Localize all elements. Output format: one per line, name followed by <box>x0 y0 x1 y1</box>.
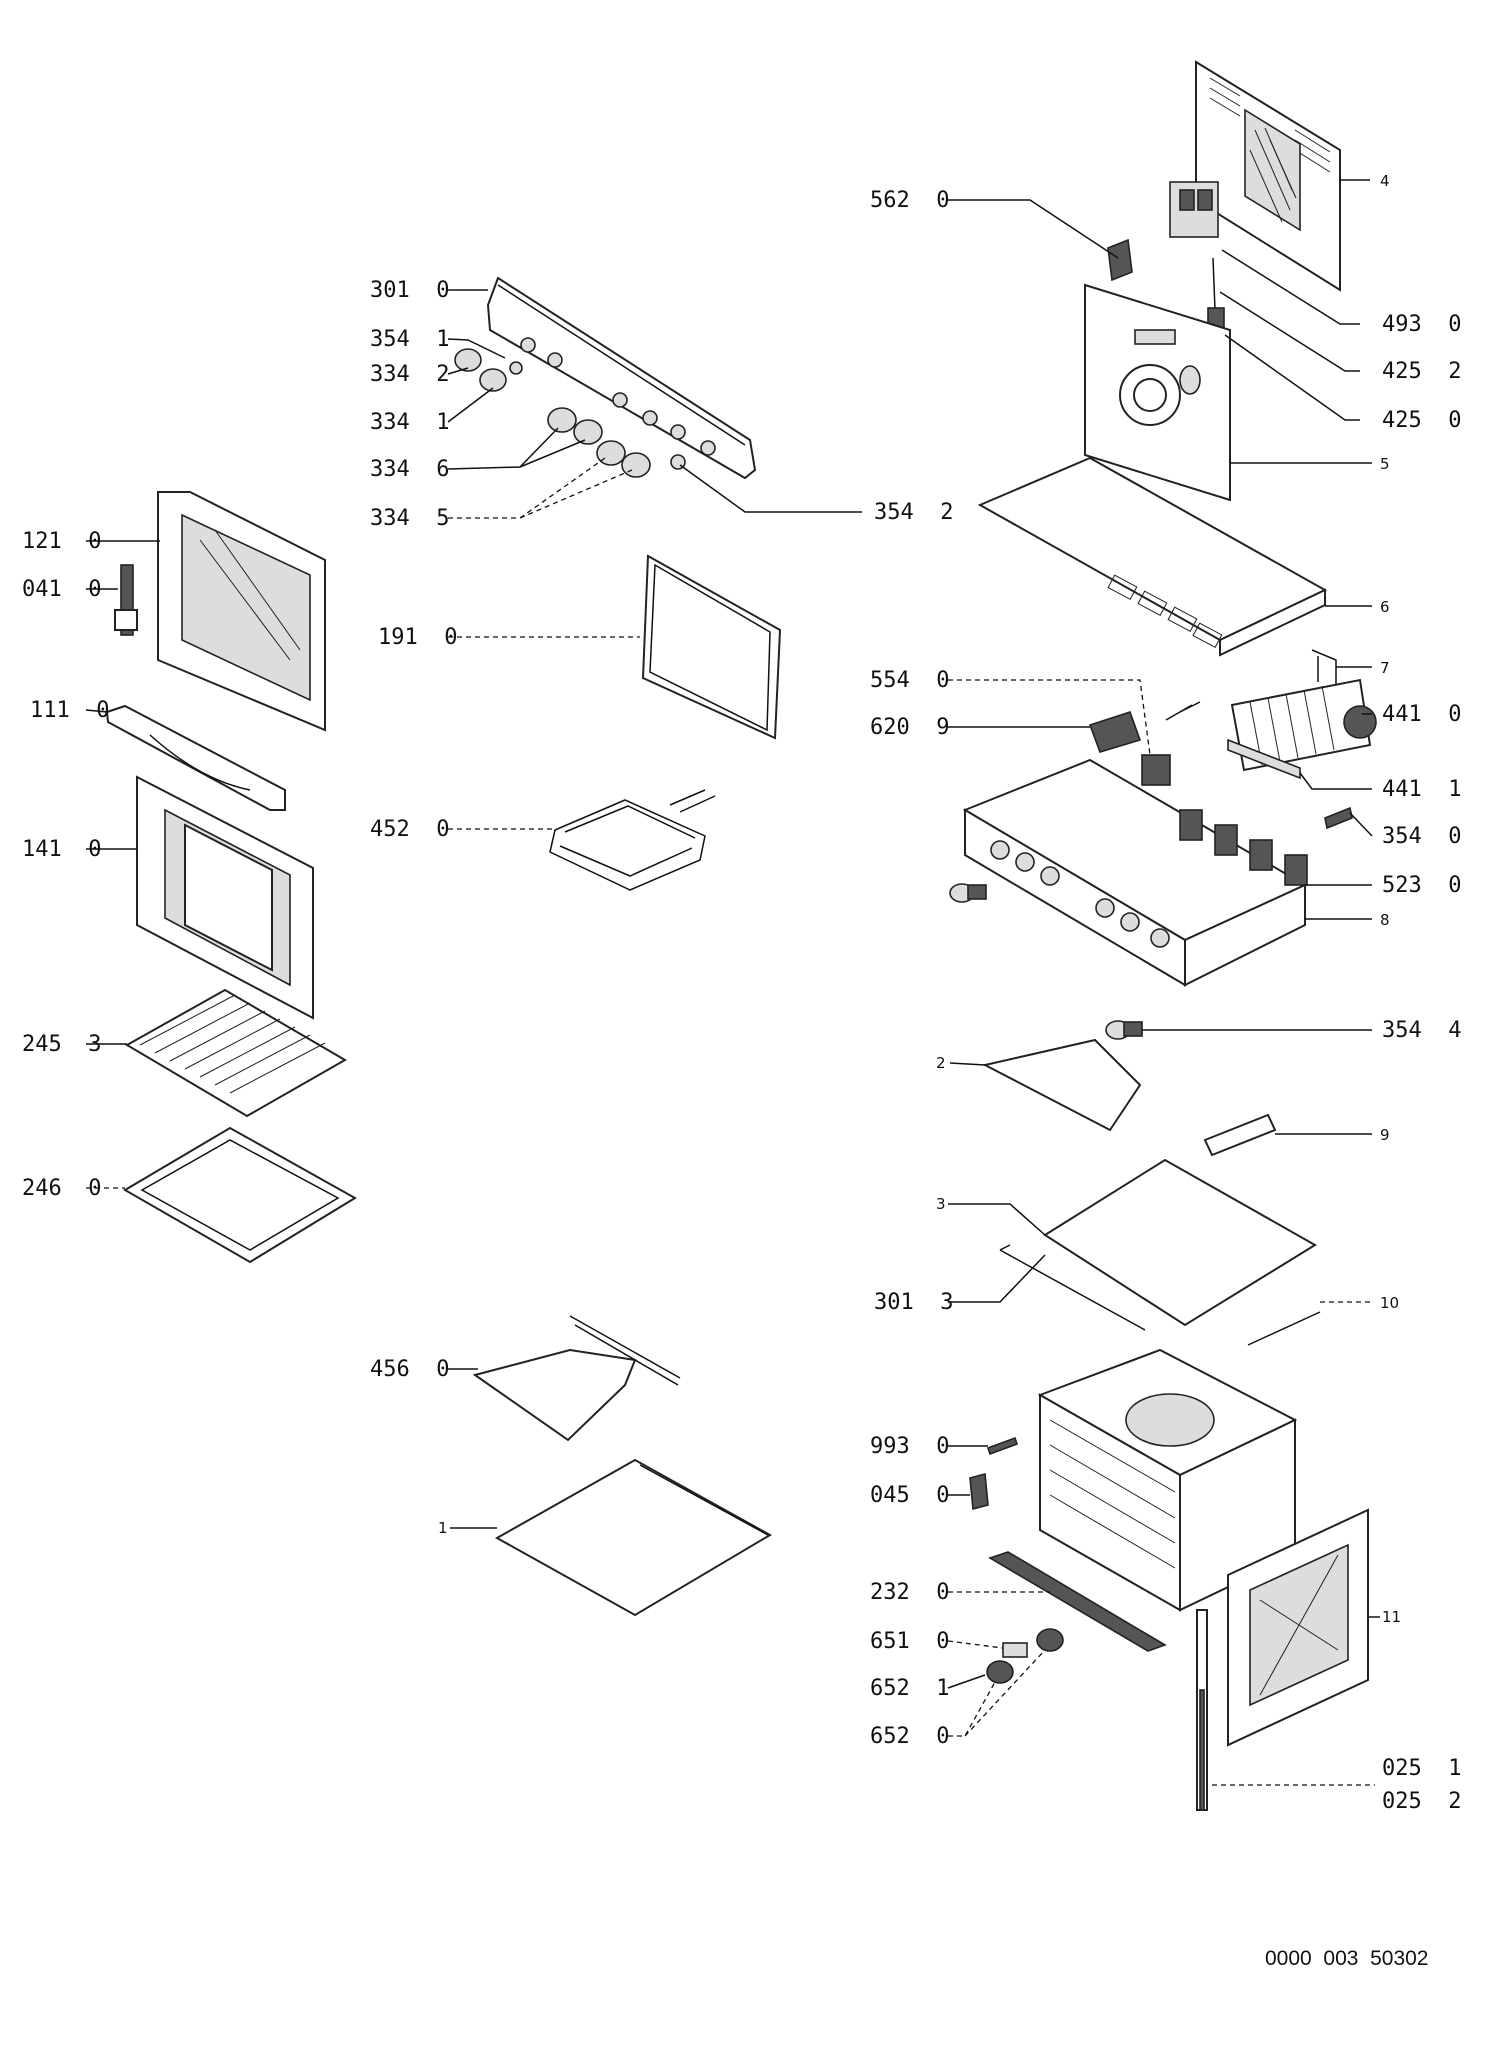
part-side-panel-11 <box>1227 1508 1369 1747</box>
label-523-0: 523 0 <box>1382 873 1461 898</box>
document-code: 0000 003 50302 <box>1265 1947 1429 1970</box>
part-wire-shelf-245 <box>124 988 347 1118</box>
part-fan-bracket <box>1227 738 1301 780</box>
part-lamp-holder-554 <box>1141 701 1201 786</box>
part-guide-frame <box>999 1158 1317 1331</box>
label-425-0: 425 0 <box>1382 408 1461 433</box>
label-993-0: 993 0 <box>870 1434 949 1459</box>
part-strip-9 <box>1203 1113 1277 1157</box>
label-334-6: 334 6 <box>370 457 449 482</box>
part-screw-993 <box>986 1436 1019 1456</box>
part-switch-620 <box>1088 710 1142 753</box>
label-6: 6 <box>1380 598 1390 616</box>
part-inner-door-121 <box>157 491 326 732</box>
part-clip-045 <box>969 1472 989 1511</box>
label-141-0: 141 0 <box>22 837 101 862</box>
label-562-0: 562 0 <box>870 188 949 213</box>
label-554-0: 554 0 <box>870 668 949 693</box>
label-10: 10 <box>1380 1294 1399 1312</box>
label-8: 8 <box>1380 911 1390 929</box>
part-rod-10 <box>1247 1311 1321 1346</box>
part-door-seal-191 <box>641 554 782 740</box>
part-knob-left-housing <box>949 883 987 903</box>
part-back-wall <box>1084 283 1231 502</box>
label-652-0: 652 0 <box>870 1724 949 1749</box>
label-3: 3 <box>936 1195 946 1213</box>
part-bracket-7 <box>1311 649 1337 688</box>
label-354-0: 354 0 <box>1382 824 1461 849</box>
label-025-2: 025 2 <box>1382 1789 1461 1814</box>
part-hinge-025 <box>1196 1609 1208 1811</box>
label-7: 7 <box>1380 659 1390 677</box>
part-front-strip-232 <box>988 1551 1167 1652</box>
label-652-1: 652 1 <box>870 1676 949 1701</box>
part-door-trim-111 <box>105 704 286 811</box>
label-354-2: 354 2 <box>874 500 953 525</box>
label-121-0: 121 0 <box>22 529 101 554</box>
part-lamp-354-0 <box>1324 806 1353 830</box>
label-354-4: 354 4 <box>1382 1018 1461 1043</box>
label-301-0: 301 0 <box>370 278 449 303</box>
label-2: 2 <box>936 1054 946 1072</box>
label-045-0: 045 0 <box>870 1483 949 1508</box>
part-knob-354-4 <box>1105 1020 1143 1040</box>
part-hinge-041 <box>114 564 138 636</box>
part-rear-panel <box>1195 60 1341 292</box>
part-grill-element-456 <box>472 1315 681 1442</box>
label-191-0: 191 0 <box>378 625 457 650</box>
part-heating-element-452 <box>549 789 716 891</box>
label-041-0: 041 0 <box>22 577 101 602</box>
part-lamp-assembly <box>986 1628 1064 1684</box>
label-334-2: 334 2 <box>370 362 449 387</box>
part-control-housing <box>962 758 1308 987</box>
label-620-9: 620 9 <box>870 715 949 740</box>
label-651-0: 651 0 <box>870 1629 949 1654</box>
label-301-3: 301 3 <box>874 1290 953 1315</box>
label-11: 11 <box>1382 1608 1401 1626</box>
part-baking-tray-246 <box>123 1126 357 1264</box>
label-441-1: 441 1 <box>1382 777 1461 802</box>
leader-lines <box>85 179 1380 1786</box>
label-9: 9 <box>1380 1126 1390 1144</box>
label-354-1: 354 1 <box>370 327 449 352</box>
part-outer-door-141 <box>136 775 314 1020</box>
label-111-0: 111 0 <box>30 698 109 723</box>
label-334-1: 334 1 <box>370 410 449 435</box>
housing-switches <box>1179 809 1308 886</box>
label-025-1: 025 1 <box>1382 1756 1461 1781</box>
label-425-2: 425 2 <box>1382 359 1461 384</box>
label-493-0: 493 0 <box>1382 312 1461 337</box>
label-334-5: 334 5 <box>370 506 449 531</box>
part-connector-562 <box>1107 238 1133 282</box>
label-4: 4 <box>1380 172 1390 190</box>
label-232-0: 232 0 <box>870 1580 949 1605</box>
label-1: 1 <box>438 1519 448 1537</box>
label-5: 5 <box>1380 455 1390 473</box>
part-bottom-plate-1 <box>494 1458 773 1617</box>
part-top-cover <box>977 456 1328 657</box>
part-bracket-plate-2 <box>982 1038 1142 1132</box>
label-441-0: 441 0 <box>1382 702 1461 727</box>
label-245-3: 245 3 <box>22 1032 101 1057</box>
part-control-panel-fascia <box>486 276 757 480</box>
label-456-0: 456 0 <box>370 1357 449 1382</box>
part-contactor-block <box>1169 181 1219 238</box>
label-452-0: 452 0 <box>370 817 449 842</box>
label-246-0: 246 0 <box>22 1176 101 1201</box>
